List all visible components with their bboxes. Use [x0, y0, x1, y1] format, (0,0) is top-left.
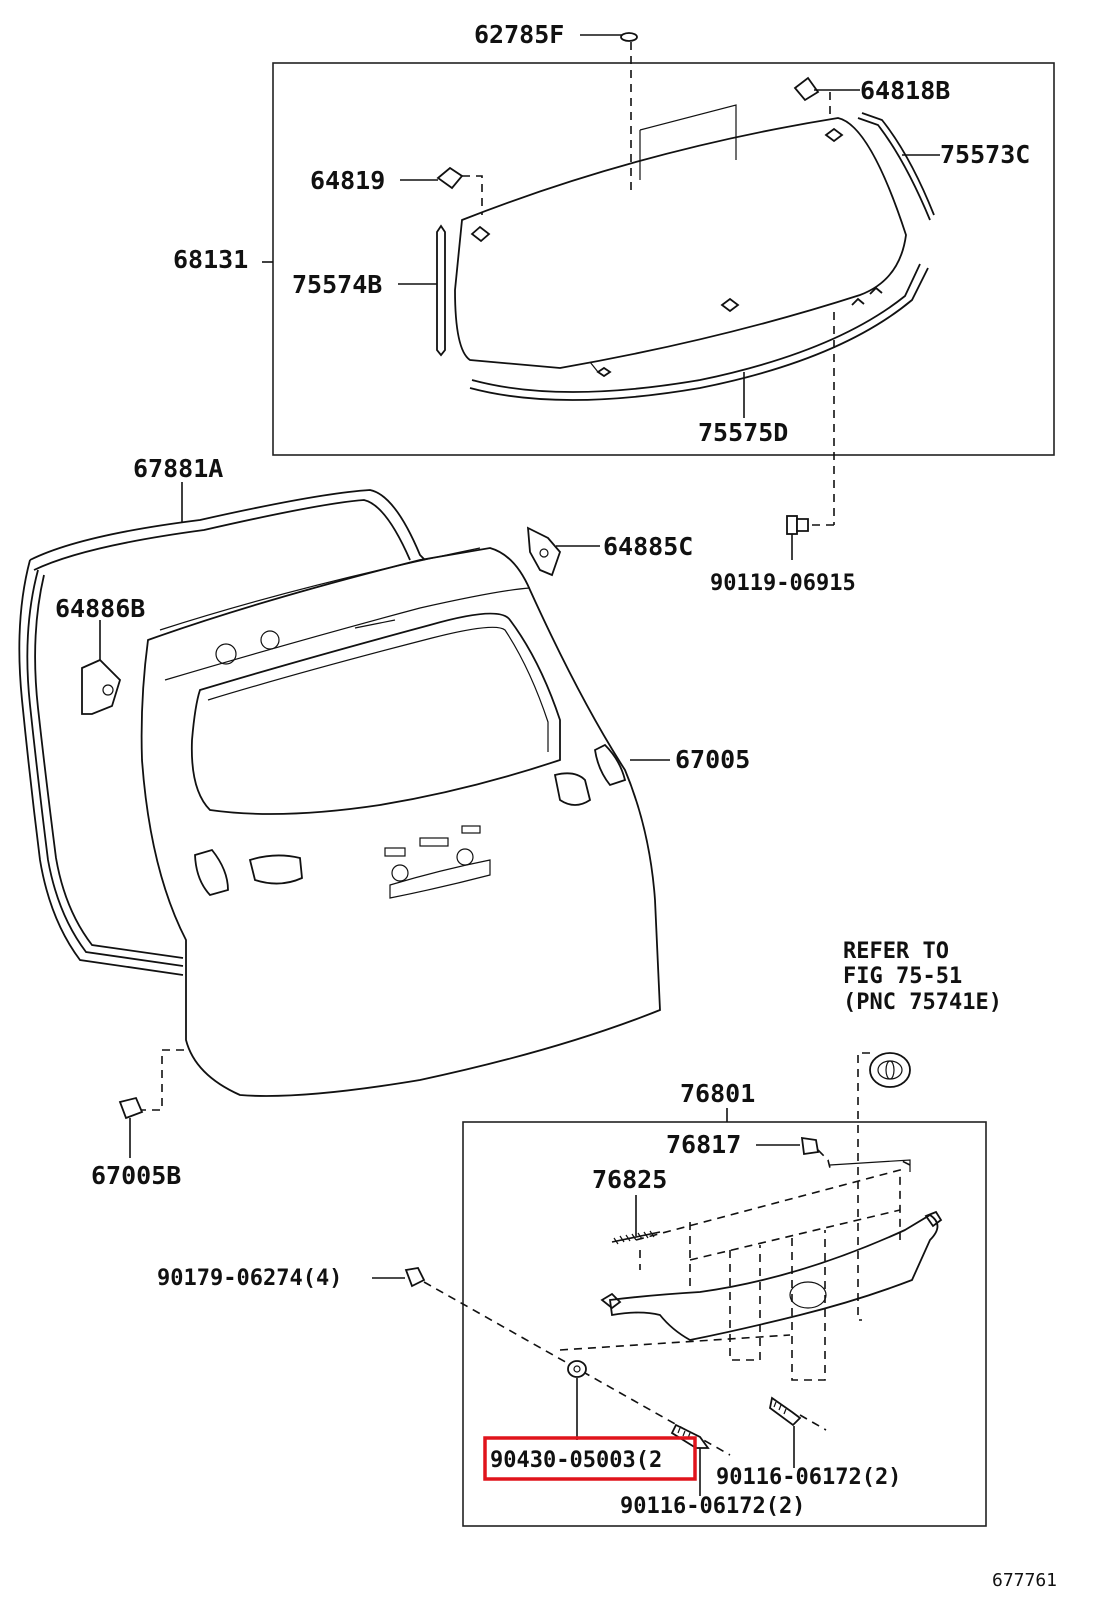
- label-67005: 67005: [675, 745, 750, 774]
- refer-line-1: REFER TO: [843, 939, 949, 964]
- label-76801: 76801: [680, 1079, 755, 1108]
- label-68131: 68131: [173, 245, 248, 274]
- label-67881A: 67881A: [133, 454, 223, 483]
- label-90116-06172-bottom: 90116-06172(2): [620, 1494, 805, 1519]
- label-75575D: 75575D: [698, 418, 788, 447]
- bracket-64886B: [81, 620, 122, 715]
- bolt-90116-06172-b: [769, 1396, 827, 1468]
- molding-75575D: [469, 263, 929, 418]
- clip-76817: [756, 1136, 831, 1169]
- clip-64818B: [793, 76, 860, 120]
- label-90116-06172-right: 90116-06172(2): [716, 1465, 901, 1490]
- molding-75574B: [398, 224, 446, 357]
- label-64885C: 64885C: [603, 532, 693, 561]
- molding-75573C: [857, 112, 940, 221]
- back-door-panel-67005: [140, 547, 670, 1097]
- back-door-garnish: [600, 1159, 943, 1381]
- label-90119-06915: 90119-06915: [710, 571, 856, 596]
- screw-90119-06915: [786, 312, 835, 560]
- bolt-90116-06172-a: [670, 1423, 710, 1496]
- spring-76825: [611, 1195, 661, 1245]
- label-64886B: 64886B: [55, 594, 145, 623]
- bracket-64885C: [526, 526, 600, 577]
- refer-line-2: FIG 75-51: [843, 964, 962, 989]
- label-90179-06274: 90179-06274(4): [157, 1266, 342, 1291]
- label-76817: 76817: [666, 1130, 741, 1159]
- label-90430-05003: 90430-05003(2: [490, 1448, 662, 1473]
- figure-number: 677761: [992, 1570, 1057, 1591]
- label-75574B: 75574B: [292, 270, 382, 299]
- label-75573C: 75573C: [940, 140, 1030, 169]
- highlight-box: [483, 1436, 697, 1481]
- clip-67005B: [118, 1049, 184, 1158]
- stopper-64819: [400, 166, 483, 215]
- washer-90430-05003: [567, 1360, 587, 1440]
- refer-line-3: (PNC 75741E): [843, 990, 1002, 1015]
- label-64818B: 64818B: [860, 76, 950, 105]
- label-76825: 76825: [592, 1165, 667, 1194]
- clip-62785F: [620, 32, 638, 190]
- label-64819: 64819: [310, 166, 385, 195]
- back-window-glass: [454, 104, 907, 378]
- weatherstrip-67881A: [18, 482, 426, 976]
- emblem-75741E: [857, 1052, 911, 1321]
- label-62785F: 62785F: [474, 20, 564, 49]
- label-67005B: 67005B: [91, 1161, 181, 1190]
- glass-assembly-box: [272, 62, 1055, 456]
- garnish-assembly-box: [462, 1121, 987, 1527]
